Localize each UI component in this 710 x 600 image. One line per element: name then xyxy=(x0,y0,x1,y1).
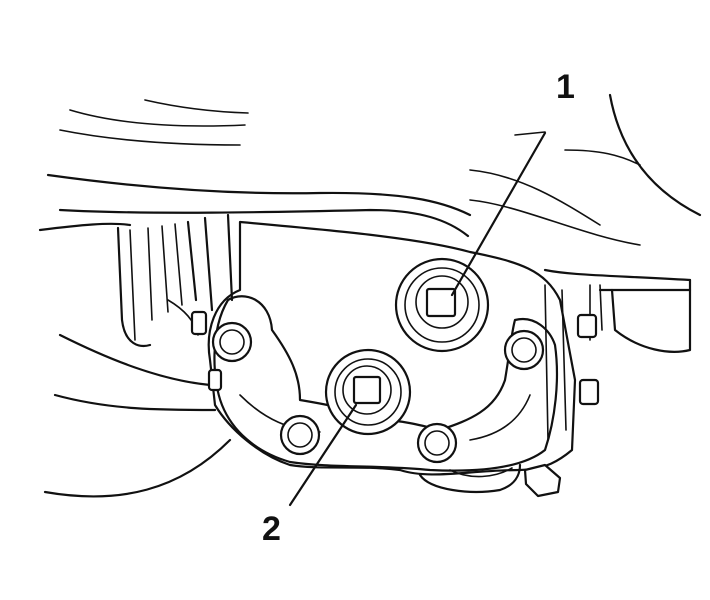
fill-plug-icon xyxy=(394,257,490,353)
bolt-bottom-left xyxy=(279,414,321,456)
bolt-left-side xyxy=(190,310,223,392)
callout-2-label: 2 xyxy=(262,510,281,548)
bolt-side-lower xyxy=(578,378,600,406)
callout-1-label: 1 xyxy=(556,68,575,106)
bolt-bottom-right xyxy=(416,422,458,464)
bolt-right xyxy=(503,329,545,371)
cover-bolts xyxy=(190,310,600,498)
bolt-side-upper xyxy=(576,313,598,339)
drain-plug-icon xyxy=(324,348,412,436)
axle-tube xyxy=(38,213,234,498)
bolt-bottom xyxy=(523,463,562,498)
leader-lines xyxy=(288,131,547,507)
chassis-lines xyxy=(46,93,702,353)
differential-housing xyxy=(207,220,577,493)
bolt-top-left xyxy=(211,321,253,363)
